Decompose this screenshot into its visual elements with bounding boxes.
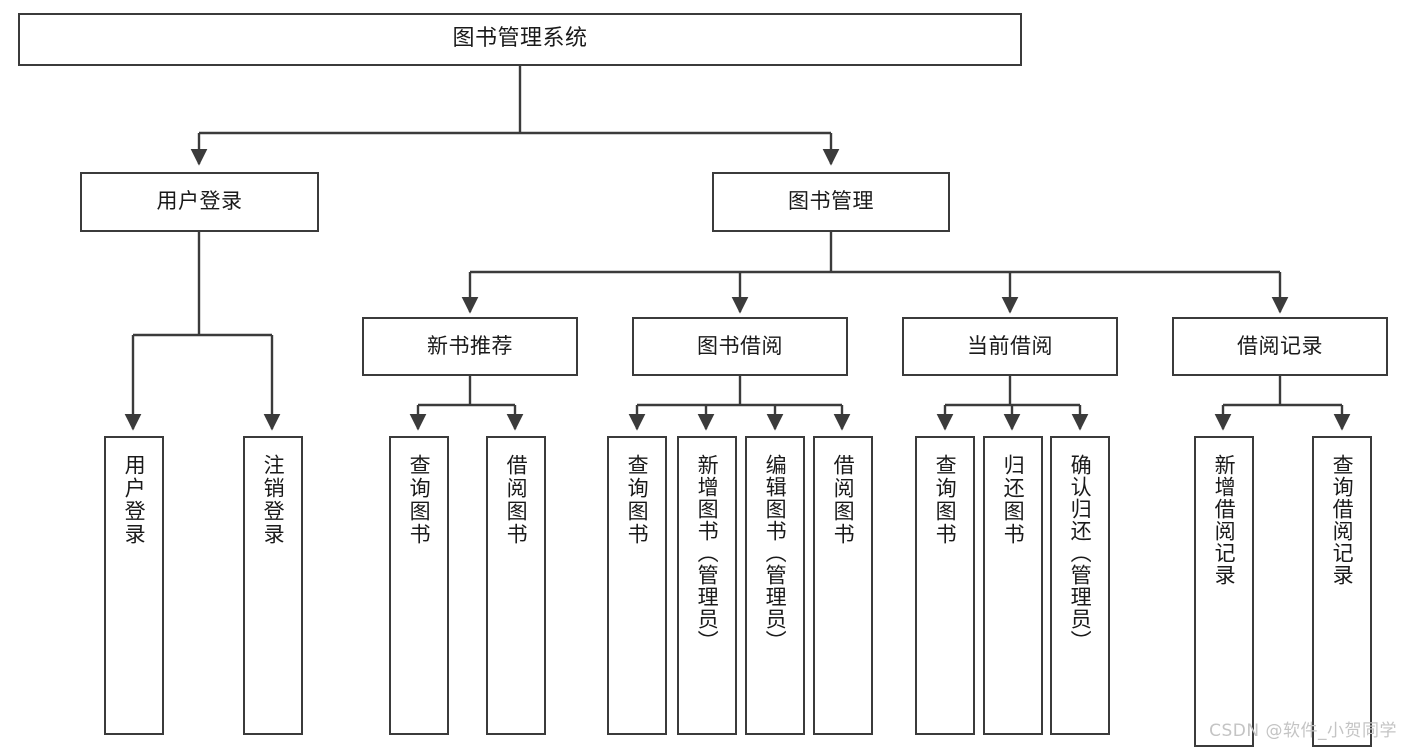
leaf-query-book-3[interactable]: 查询图书 [915,436,975,735]
node-book-borrow[interactable]: 图书借阅 [632,317,848,376]
leaf-return-book-label: 归还图书 [1001,454,1026,546]
leaf-borrow-book-1-label: 借阅图书 [504,454,529,546]
leaf-query-book-3-label: 查询图书 [933,454,958,546]
leaf-return-book[interactable]: 归还图书 [983,436,1043,735]
node-current-borrow-label: 当前借阅 [967,333,1053,358]
leaf-add-borrow-record-label: 新增借阅记录 [1212,454,1237,586]
leaf-borrow-book-2[interactable]: 借阅图书 [813,436,873,735]
node-current-borrow[interactable]: 当前借阅 [902,317,1118,376]
node-borrow-records-label: 借阅记录 [1237,333,1323,358]
leaf-query-borrow-record-label: 查询借阅记录 [1330,454,1355,586]
leaf-logout[interactable]: 注销登录 [243,436,303,735]
csdn-watermark: CSDN @软件_小贺同学 [1209,721,1397,741]
leaf-add-book-admin-label: 新增图书（管理员） [695,454,720,652]
leaf-edit-book-admin-label: 编辑图书（管理员） [763,454,788,652]
node-user-login-label: 用户登录 [156,189,243,214]
leaf-query-book-1-label: 查询图书 [407,454,432,546]
node-user-login[interactable]: 用户登录 [80,172,319,232]
leaf-confirm-return-admin[interactable]: 确认归还（管理员） [1050,436,1110,735]
leaf-logout-label: 注销登录 [261,454,286,546]
node-new-book-recommend[interactable]: 新书推荐 [362,317,578,376]
leaf-edit-book-admin[interactable]: 编辑图书（管理员） [745,436,805,735]
leaf-borrow-book-1[interactable]: 借阅图书 [486,436,546,735]
leaf-query-book-2[interactable]: 查询图书 [607,436,667,735]
leaf-user-login[interactable]: 用户登录 [104,436,164,735]
leaf-user-login-label: 用户登录 [122,454,147,546]
node-borrow-records[interactable]: 借阅记录 [1172,317,1388,376]
leaf-borrow-book-2-label: 借阅图书 [831,454,856,546]
leaf-add-book-admin[interactable]: 新增图书（管理员） [677,436,737,735]
node-book-borrow-label: 图书借阅 [697,333,783,358]
leaf-query-book-2-label: 查询图书 [625,454,650,546]
leaf-query-borrow-record[interactable]: 查询借阅记录 [1312,436,1372,747]
node-book-management[interactable]: 图书管理 [712,172,950,232]
node-root[interactable]: 图书管理系统 [18,13,1022,66]
node-root-label: 图书管理系统 [452,26,588,52]
node-book-management-label: 图书管理 [788,189,874,214]
node-new-book-recommend-label: 新书推荐 [427,333,513,358]
leaf-query-book-1[interactable]: 查询图书 [389,436,449,735]
leaf-add-borrow-record[interactable]: 新增借阅记录 [1194,436,1254,747]
leaf-confirm-return-admin-label: 确认归还（管理员） [1068,454,1093,652]
